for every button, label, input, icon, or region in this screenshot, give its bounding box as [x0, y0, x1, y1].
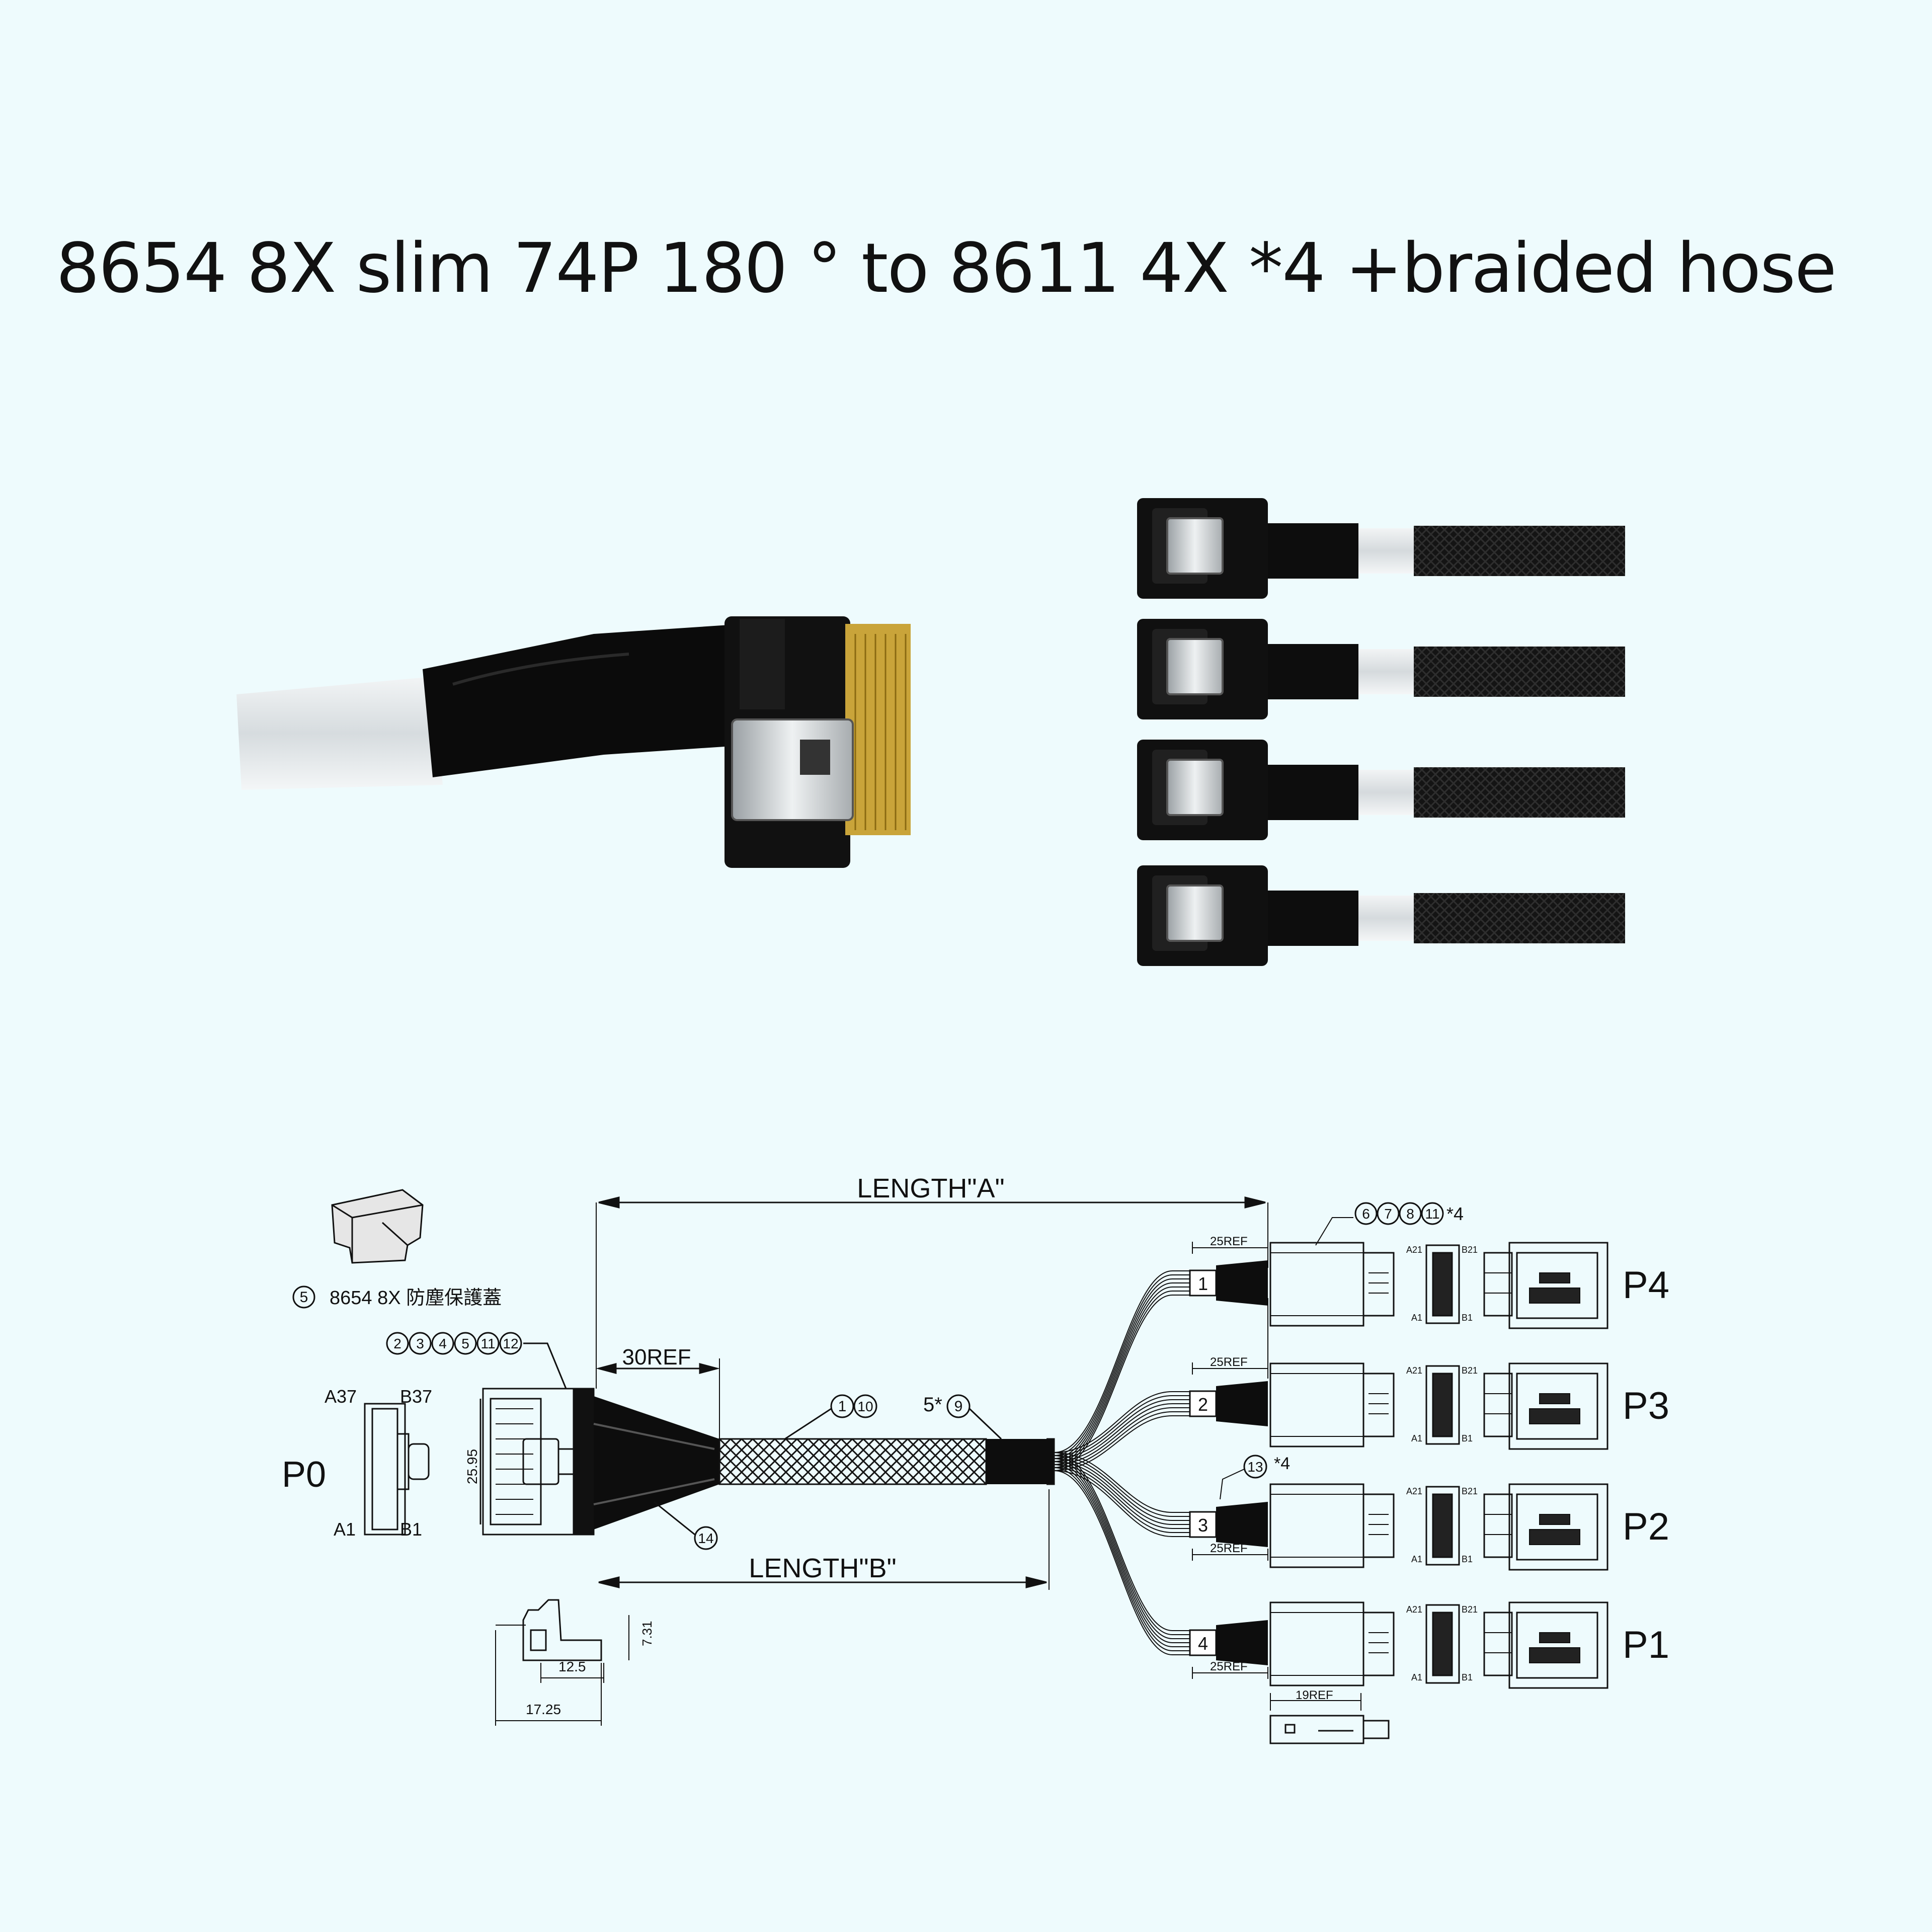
- branch-num-1: 1: [1198, 1273, 1208, 1294]
- p0-callout-4: 5: [461, 1336, 469, 1351]
- port-label-p4: P4: [1623, 1264, 1669, 1307]
- branch-pin-1-2: A1: [1411, 1313, 1422, 1323]
- branch-num-2: 2: [1198, 1394, 1208, 1415]
- callout-sleeve-prefix: 5*: [923, 1394, 942, 1416]
- branch-pin-4-2: A1: [1411, 1672, 1422, 1682]
- port-label-p1: P1: [1623, 1624, 1669, 1666]
- dim-2595: 25.95: [464, 1449, 480, 1484]
- branch-callout-4: 11: [1425, 1206, 1439, 1222]
- p0-label: P0: [282, 1455, 326, 1495]
- p0-callout-1: 2: [393, 1336, 401, 1351]
- branch-pin-4-3: B1: [1462, 1672, 1473, 1682]
- p0-callout-5: 11: [480, 1336, 495, 1351]
- pin-b1: B1: [400, 1519, 422, 1540]
- dim-1725: 17.25: [526, 1702, 561, 1717]
- ref-30: 30REF: [622, 1345, 691, 1370]
- branch-pin-3-3: B1: [1462, 1554, 1473, 1564]
- branch-pin-4-0: A21: [1406, 1604, 1422, 1615]
- branch-pin-1-0: A21: [1406, 1245, 1422, 1255]
- callout-13-suffix: *4: [1274, 1454, 1290, 1473]
- ref-25-1: 25REF: [1210, 1235, 1248, 1248]
- callout-dust-cap: [292, 1285, 315, 1309]
- branch-pin-2-1: B21: [1462, 1365, 1478, 1376]
- photo-plug-2: [1137, 619, 1625, 719]
- branch-pin-3-2: A1: [1411, 1554, 1422, 1564]
- pin-a37: A37: [325, 1386, 357, 1407]
- photo-8611-plugs: [1137, 498, 1625, 966]
- fanout-wires: [1054, 1270, 1195, 1655]
- branch-pin-1-3: B1: [1462, 1313, 1473, 1323]
- photo-plug-3: [1137, 740, 1625, 840]
- callout-sleeve: 9: [954, 1398, 963, 1415]
- photo-8654-connector: [236, 616, 911, 868]
- callout-dust-cap-num: 5: [300, 1289, 308, 1306]
- branch-side-view: [1269, 1715, 1390, 1744]
- branch-callout-1: 6: [1362, 1206, 1370, 1222]
- port-label-p2: P2: [1623, 1505, 1669, 1548]
- p0-callout-3: 4: [439, 1336, 447, 1351]
- photo-plug-4: [1137, 865, 1625, 966]
- branch-pin-2-2: A1: [1411, 1433, 1422, 1443]
- port-label-p3: P3: [1623, 1385, 1669, 1427]
- pin-a1: A1: [334, 1519, 356, 1540]
- branch-callout-3: 8: [1406, 1206, 1414, 1222]
- ref-25-3: 25REF: [1210, 1542, 1248, 1555]
- branch-callouts-suffix: *4: [1446, 1203, 1464, 1224]
- dust-cap-figure: [331, 1189, 424, 1264]
- branch-num-3: 3: [1198, 1515, 1208, 1536]
- branch-pin-2-3: B1: [1462, 1433, 1473, 1443]
- p0-callout-6: 12: [503, 1336, 518, 1351]
- braided-hose: [718, 1438, 987, 1485]
- dust-cap-label: 8654 8X 防塵保護蓋: [330, 1287, 502, 1309]
- p0-callout-leader: [523, 1342, 567, 1389]
- p0-callout-2: 3: [416, 1336, 424, 1351]
- branch-pin-2-0: A21: [1406, 1365, 1422, 1376]
- branch-num-4: 4: [1198, 1633, 1208, 1654]
- p0-pin-view: [364, 1403, 406, 1536]
- sleeve-9: [986, 1439, 1046, 1484]
- p0-side-detail: [496, 1599, 602, 1661]
- callout-13: 13: [1247, 1459, 1263, 1475]
- p0-connector-side: [482, 1388, 595, 1536]
- photo-plug-1: [1137, 498, 1625, 599]
- length-a: LENGTH"A": [857, 1173, 1004, 1203]
- callout-braid-1: 1: [838, 1398, 847, 1415]
- branch-pin-4-1: B21: [1462, 1604, 1478, 1615]
- branch-pin-3-0: A21: [1406, 1486, 1422, 1496]
- length-b: LENGTH"B": [749, 1553, 896, 1583]
- pin-b37: B37: [400, 1386, 432, 1407]
- dim-125: 12.5: [558, 1659, 586, 1674]
- callout-14: 14: [698, 1531, 713, 1546]
- page-title: 8654 8X slim 74P 180 ° to 8611 4X *4 +br…: [56, 229, 1836, 308]
- branch-pin-1-1: B21: [1462, 1245, 1478, 1255]
- callout-braid-2: 10: [857, 1399, 873, 1414]
- ref-25-2: 25REF: [1210, 1355, 1248, 1369]
- p0-transition: [594, 1396, 719, 1530]
- dim-731: 7.31: [639, 1621, 655, 1646]
- ref-19: 19REF: [1296, 1688, 1333, 1702]
- ref-25-4: 25REF: [1210, 1660, 1248, 1673]
- branch-callout-2: 7: [1384, 1206, 1392, 1222]
- branch-pin-3-1: B21: [1462, 1486, 1478, 1496]
